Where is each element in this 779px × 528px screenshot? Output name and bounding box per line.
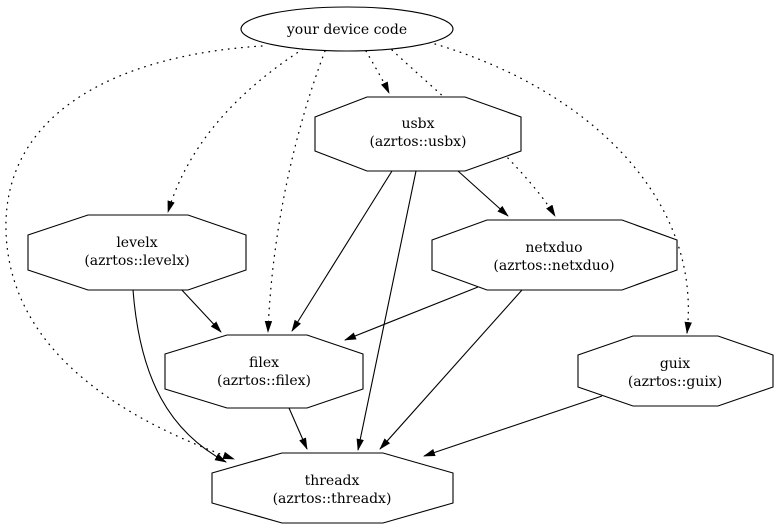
edge-usbx-threadx — [356, 170, 417, 451]
levelx-package: (azrtos::levelx) — [84, 253, 189, 269]
edge-device-filex — [264, 50, 326, 333]
edges — [5, 43, 692, 463]
device-ellipse — [240, 6, 454, 52]
edge-device-threadx — [5, 45, 263, 460]
filex-name: filex — [249, 355, 279, 371]
usbx-name: usbx — [401, 116, 434, 132]
node-netxduo: netxduo (azrtos::netxduo) — [431, 219, 678, 291]
guix-name: guix — [660, 356, 690, 372]
edge-guix-threadx — [423, 395, 603, 457]
threadx-package: (azrtos::threadx) — [273, 491, 392, 507]
levelx-octagon — [27, 214, 247, 291]
edge-device-guix — [434, 43, 692, 334]
edge-netxduo-filex — [344, 286, 479, 341]
node-usbx: usbx (azrtos::usbx) — [314, 96, 522, 172]
usbx-package: (azrtos::usbx) — [369, 134, 466, 150]
node-filex: filex (azrtos::filex) — [164, 334, 364, 409]
netxduo-name: netxduo — [525, 240, 582, 256]
netxduo-package: (azrtos::netxduo) — [493, 258, 614, 274]
threadx-octagon — [211, 452, 454, 524]
node-levelx: levelx (azrtos::levelx) — [27, 214, 247, 291]
edge-device-netxduo — [391, 49, 556, 217]
device-label: your device code — [286, 22, 407, 38]
node-device: your device code — [240, 6, 454, 52]
edge-device-levelx — [167, 48, 304, 213]
usbx-octagon — [314, 96, 522, 172]
edge-netxduo-threadx — [379, 289, 523, 450]
threadx-name: threadx — [305, 473, 360, 489]
filex-octagon — [164, 334, 364, 409]
edge-usbx-filex — [291, 170, 393, 332]
edge-levelx-filex — [179, 287, 222, 333]
edge-filex-threadx — [288, 407, 308, 450]
edge-usbx-netxduo — [457, 170, 509, 217]
node-threadx: threadx (azrtos::threadx) — [211, 452, 454, 524]
node-guix: guix (azrtos::guix) — [577, 335, 774, 407]
netxduo-octagon — [431, 219, 678, 291]
guix-package: (azrtos::guix) — [628, 374, 722, 390]
levelx-name: levelx — [116, 235, 157, 251]
edge-device-usbx — [365, 50, 390, 94]
guix-octagon — [577, 335, 774, 407]
edge-levelx-threadx — [132, 289, 227, 463]
filex-package: (azrtos::filex) — [217, 373, 311, 389]
